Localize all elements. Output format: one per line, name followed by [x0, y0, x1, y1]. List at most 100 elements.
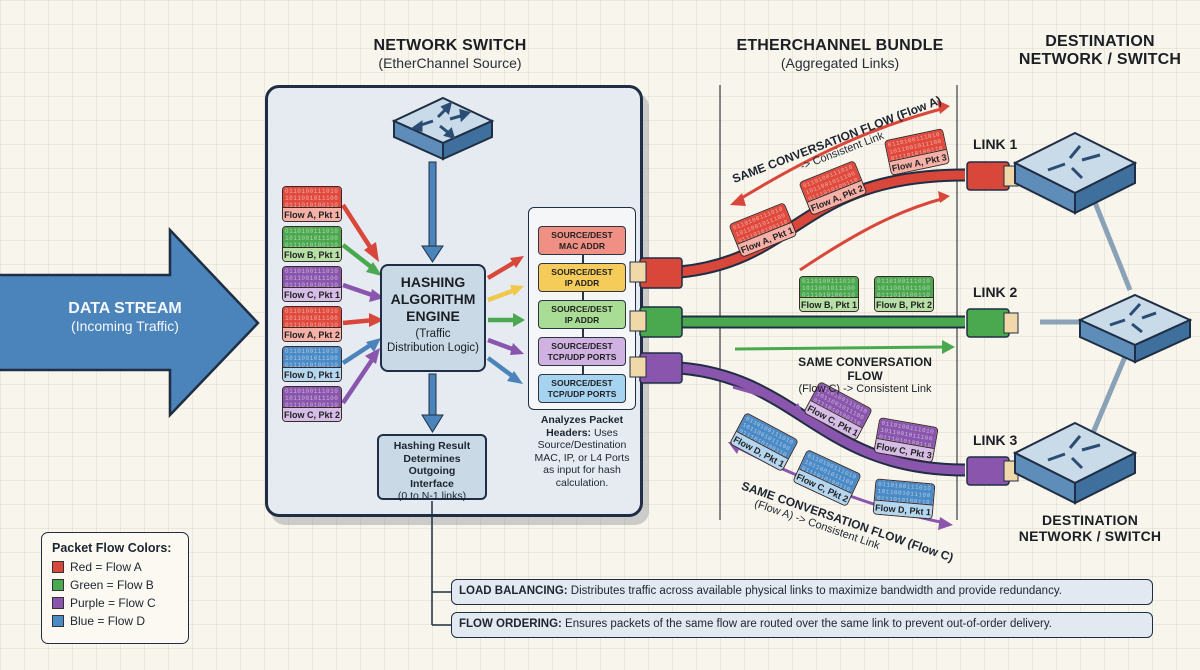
network-switch-icon	[391, 96, 495, 161]
input-packet: 0110100111010 1011001011100 011101010011…	[282, 346, 342, 382]
field-line2: MAC ADDR	[559, 241, 605, 251]
input-packet: 0110100111010 1011001011100 011101010011…	[282, 186, 342, 222]
legend-label: Purple = Flow C	[70, 596, 156, 610]
flow-note-middle-text: (Flow C) -> Consistent Link	[798, 383, 932, 395]
data-stream-title: DATA STREAM	[68, 300, 182, 317]
header-note-bold: Analyzes Packet Headers:	[540, 414, 624, 439]
packet-bits: 0110100111010 1011001011100 011101010011…	[800, 277, 858, 297]
packet-bits: 0110100111010 1011001011100 011101010011…	[283, 307, 341, 327]
packet-bits: 0110100111010 1011001011100 011101010011…	[283, 187, 341, 207]
packet-bits: 0110100111010 1011001011100 011101010011…	[283, 347, 341, 367]
destination-header-line2: NETWORK / SWITCH	[1018, 51, 1182, 68]
field-line2: IP ADDR	[564, 315, 600, 325]
legend-label: Blue = Flow D	[70, 614, 146, 628]
result-line1: Hashing Result	[393, 440, 471, 452]
header-analysis-note: Analyzes Packet Headers: Uses Source/Des…	[528, 414, 636, 489]
dest-connector-purple	[966, 456, 1019, 486]
field-line2: TCP/UDP PORTS	[547, 389, 617, 399]
flow-note-middle-bold: SAME CONVERSATION FLOW	[798, 355, 932, 383]
link2-label: LINK 2	[973, 284, 1018, 300]
note-flow-ordering-text: Ensures packets of the same flow are rou…	[561, 618, 1052, 630]
packet-bits: 0110100111010 1011001011100 011101010011…	[283, 267, 341, 287]
legend-label: Green = Flow B	[70, 578, 154, 592]
hashing-result: Hashing Result Determines Outgoing Inter…	[377, 434, 487, 502]
engine-subtitle-line1: (Traffic	[415, 328, 451, 340]
destination-bottom-label: DESTINATION NETWORK / SWITCH	[1010, 512, 1170, 544]
note-flow-ordering: FLOW ORDERING: Ensures packets of the sa…	[451, 612, 1153, 638]
data-stream-subtitle: (Incoming Traffic)	[71, 318, 179, 334]
destination-switch-icon-1	[1012, 131, 1138, 215]
destination-header: DESTINATION NETWORK / SWITCH	[1010, 33, 1190, 69]
legend-item: Red = Flow A	[52, 558, 178, 576]
source-header-subtitle: (EtherChannel Source)	[378, 55, 522, 71]
destination-bottom-line2: NETWORK / SWITCH	[1018, 528, 1162, 544]
note-load-balancing: LOAD BALANCING: Distributes traffic acro…	[451, 579, 1153, 605]
input-packet: 0110100111010 1011001011100 011101010011…	[282, 266, 342, 302]
legend-item: Purple = Flow C	[52, 594, 178, 612]
field-line1: SOURCE/DEST	[551, 304, 613, 314]
legend-swatch-blue	[52, 615, 64, 627]
packet-label: Flow A, Pkt 1	[283, 207, 341, 221]
destination-switch-icon-2	[1077, 293, 1193, 364]
engine-title-line2: ALGORITHM	[390, 291, 476, 307]
packet-bits: 0110100111010 1011001011100 011101010011…	[283, 227, 341, 247]
field-line2: TCP/UDP PORTS	[547, 352, 617, 362]
destination-bottom-line1: DESTINATION	[1041, 512, 1139, 528]
input-packet: 0110100111010 1011001011100 011101010011…	[282, 386, 342, 422]
data-stream-arrow-shape	[0, 226, 260, 419]
engine-title-line1: HASHING	[400, 274, 466, 290]
header-note-text: Uses Source/Destination MAC, IP, or L4 P…	[534, 426, 630, 489]
packet-label: Flow C, Pkt 1	[283, 287, 341, 301]
link3-label: LINK 3	[973, 432, 1018, 448]
note-load-balancing-text: Distributes traffic across available phy…	[567, 585, 1062, 597]
flow-note-middle: SAME CONVERSATION FLOW (Flow C) -> Consi…	[780, 355, 950, 395]
bundle-packet: 0110100111010 1011001011100 011101010011…	[728, 202, 798, 258]
bundle-header: ETHERCHANNEL BUNDLE (Aggregated Links)	[730, 37, 950, 71]
result-line2: Determines Outgoing	[403, 452, 461, 478]
bundle-packet: 0110100111010 1011001011100 011101010011…	[799, 276, 859, 312]
result-line3: Interface	[410, 477, 454, 490]
legend-label: Red = Flow A	[70, 560, 142, 574]
engine-subtitle-line2: Distribution Logic)	[386, 342, 480, 354]
flow-c-middle-arrow	[734, 345, 946, 351]
note-load-balancing-bold: LOAD BALANCING:	[459, 585, 568, 597]
destination-header-line1: DESTINATION	[1045, 33, 1155, 50]
packet-label: Flow A, Pkt 2	[283, 327, 341, 341]
field-line1: SOURCE/DEST	[551, 230, 613, 240]
packet-label: Flow B, Pkt 1	[283, 247, 341, 261]
input-packet: 0110100111010 1011001011100 011101010011…	[282, 226, 342, 262]
legend-swatch-red	[52, 561, 64, 573]
legend-title: Packet Flow Colors:	[52, 541, 172, 555]
dest-connector-red	[966, 161, 1019, 191]
bundle-header-subtitle: (Aggregated Links)	[780, 55, 900, 71]
packet-bits: 0110100111010 1011001011100 011101010011…	[875, 277, 933, 297]
legend-item: Blue = Flow D	[52, 612, 178, 630]
hashing-engine: HASHING ALGORITHM ENGINE (Traffic Distri…	[380, 264, 486, 372]
field-line2: IP ADDR	[564, 278, 600, 288]
packet-label: Flow D, Pkt 1	[283, 367, 341, 381]
input-packet: 0110100111010 1011001011100 011101010011…	[282, 306, 342, 342]
bundle-packet: 0110100111010 1011001011100 011101010011…	[872, 478, 936, 520]
field-line1: SOURCE/DEST	[551, 341, 613, 351]
packet-label: Flow B, Pkt 1	[800, 297, 858, 311]
destination-switch-icon-3	[1012, 421, 1138, 505]
link1-label: LINK 1	[973, 136, 1018, 152]
bundle-packet: 0110100111010 1011001011100 011101010011…	[874, 276, 934, 312]
packet-label: Flow C, Pkt 2	[283, 407, 341, 421]
field-line1: SOURCE/DEST	[551, 267, 613, 277]
data-stream-arrow	[0, 226, 260, 419]
source-header-title: NETWORK SWITCH	[373, 37, 527, 54]
packet-label: Flow B, Pkt 2	[875, 297, 933, 311]
legend: Packet Flow Colors: Red = Flow A Green =…	[41, 532, 189, 644]
packet-bits: 0110100111010 1011001011100 011101010011…	[283, 387, 341, 407]
legend-swatch-purple	[52, 597, 64, 609]
field-line1: SOURCE/DEST	[551, 378, 613, 388]
engine-title-line3: ENGINE	[406, 308, 460, 324]
result-line4: (0 to N-1 links)	[397, 490, 467, 502]
legend-swatch-green	[52, 579, 64, 591]
